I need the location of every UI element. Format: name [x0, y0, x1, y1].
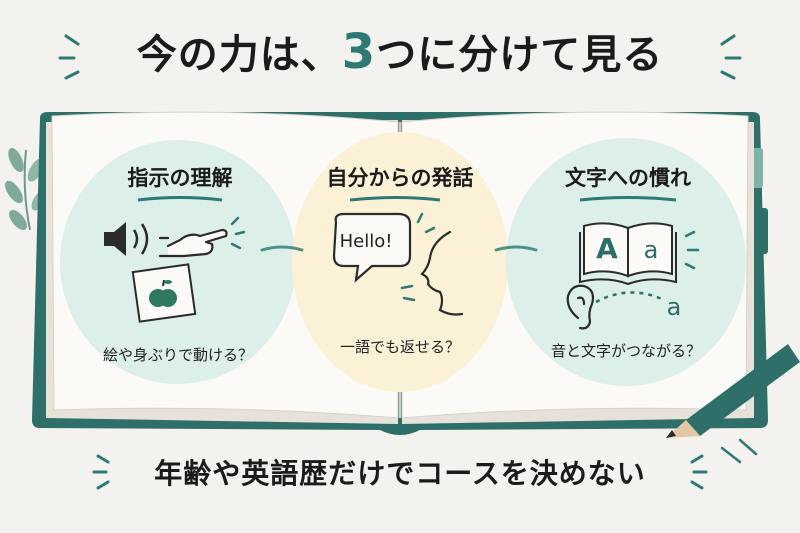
- title-sparkles: [58, 34, 742, 80]
- speech-bubble-icon: [332, 212, 412, 283]
- title-number: 3: [341, 24, 377, 80]
- ear-icon: [566, 284, 595, 330]
- title-suffix: つに分けて見る: [376, 32, 664, 78]
- column-question-speaking: 一語でも返せる？: [339, 338, 460, 356]
- sound-letter: a: [666, 293, 682, 321]
- book-letter-uppercase: A: [596, 232, 618, 265]
- speech-bubble-text: Hello!: [339, 231, 393, 252]
- footer-message: 年齢や英語歴だけでコースを決めない: [154, 457, 646, 490]
- column-question-understanding: 絵や身ぶりで動ける？: [102, 346, 253, 364]
- book-letter-lowercase: a: [643, 236, 659, 264]
- column-question-letters: 音と文字がつながる？: [550, 342, 701, 360]
- apple-card-icon: [131, 263, 197, 323]
- speaker-icon: [104, 222, 149, 256]
- open-book-icon: [579, 222, 677, 286]
- face-profile-icon: [420, 230, 464, 316]
- column-heading-letters: 文字への慣れ: [565, 166, 691, 190]
- column-heading-understanding: 指示の理解: [127, 166, 233, 190]
- footer-sparkles: [92, 454, 708, 490]
- blob-column-1: [60, 140, 296, 384]
- column-heading-speaking: 自分からの発話: [326, 166, 474, 190]
- pointing-hand-icon: [158, 228, 228, 258]
- pencil-icon: [666, 344, 800, 438]
- page-title: 今の力は、3つに分けて見る: [0, 22, 800, 80]
- title-prefix: 今の力は、: [136, 32, 342, 78]
